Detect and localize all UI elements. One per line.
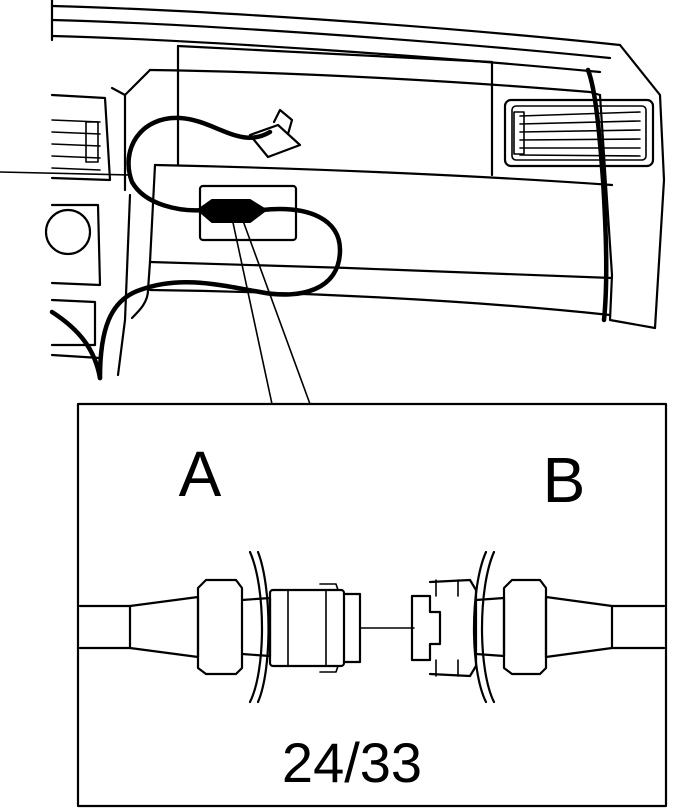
dash-plug: [248, 108, 302, 159]
left-round-control: [44, 203, 102, 287]
connector-b: [410, 550, 614, 704]
figure-code: 24/33: [282, 731, 422, 794]
connector-label-b: B: [543, 444, 586, 516]
detail-inset: A B 24/33: [76, 402, 668, 808]
left-air-vent: [50, 93, 112, 182]
harness-connector: [196, 199, 268, 223]
connector-label-a: A: [179, 438, 222, 510]
right-air-vent: [503, 98, 655, 168]
dashboard-illustration: [0, 0, 666, 405]
connector-a: [128, 550, 362, 704]
glovebox-lid: [148, 163, 614, 280]
